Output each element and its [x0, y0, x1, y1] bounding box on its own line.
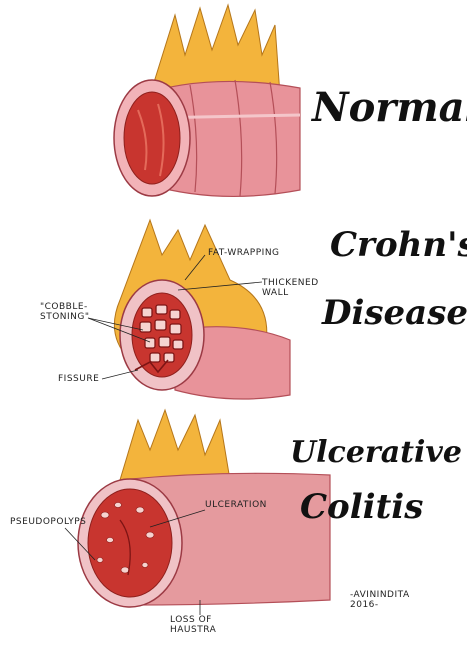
- label-fat-wrapping: FAT-WRAPPING: [208, 248, 280, 258]
- normal-lumen: [123, 91, 181, 185]
- normal-colon-drawing: [113, 3, 301, 197]
- label-pseudopolyps: PSEUDOPOLYPS: [10, 517, 87, 527]
- normal-mesentery-fat: [149, 3, 281, 96]
- artist-signature: -AVININDITA 2016-: [350, 590, 410, 611]
- crohns-cobblestone-pattern: [139, 304, 184, 363]
- crohns-fissure: [134, 359, 169, 374]
- title-crohns-line2: Disease: [322, 293, 467, 333]
- uc-colon-drawing: [64, 408, 331, 615]
- title-normal: Normal: [312, 84, 467, 131]
- label-thickened-wall: THICKENED WALL: [262, 278, 319, 299]
- label-fissure: FISSURE: [58, 374, 100, 384]
- label-ulceration: ULCERATION: [205, 500, 267, 510]
- label-cobblestoning: "COBBLE- STONING": [40, 302, 90, 323]
- crohns-colon-drawing: [87, 218, 291, 400]
- uc-mesentery-fat: [119, 408, 231, 481]
- title-uc-line2: Colitis: [300, 487, 424, 527]
- title-uc-line1: Ulcerative: [290, 435, 462, 470]
- title-crohns-line1: Crohn's: [330, 225, 467, 265]
- label-loss-of-haustra: LOSS OF HAUSTRA: [170, 615, 217, 636]
